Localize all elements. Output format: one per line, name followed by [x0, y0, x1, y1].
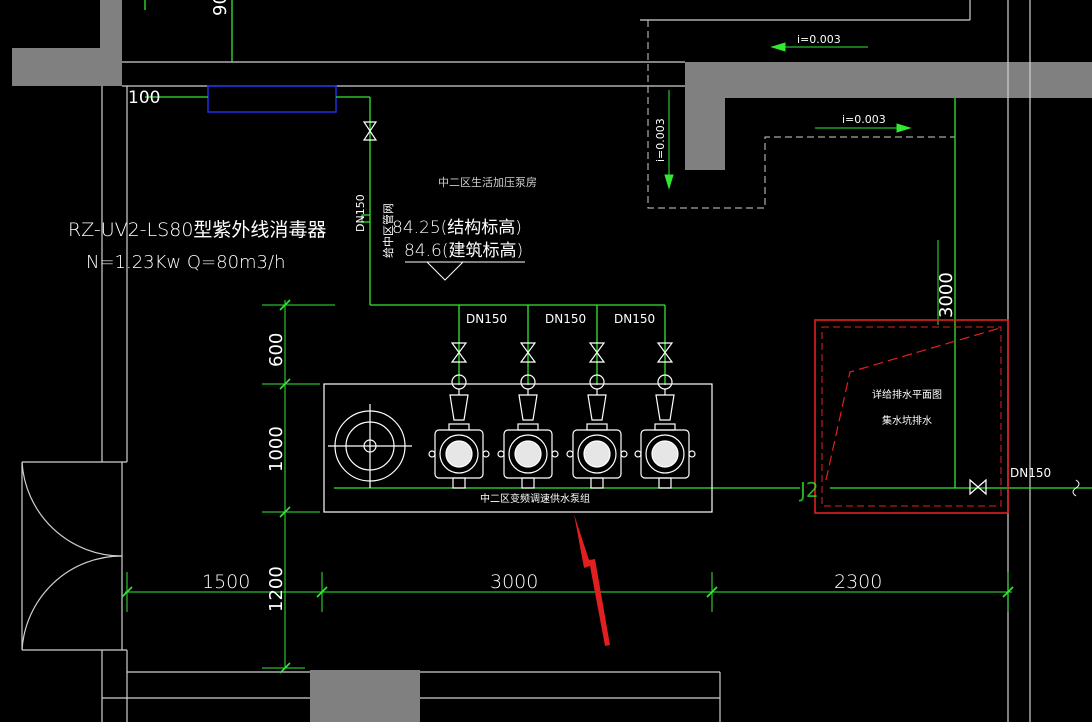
- riser-dn-label: DN150: [354, 194, 367, 232]
- pipe-end-break: [1072, 479, 1080, 497]
- dim-600-text: 600: [266, 333, 287, 367]
- pump-flange-icon: [586, 423, 608, 431]
- pit-dim-text: 3000: [936, 272, 957, 318]
- pump-foot-icon: [521, 477, 535, 489]
- bolt-icon: [688, 450, 696, 458]
- pump-flange-icon: [654, 423, 676, 431]
- room-name-label: 中二区生活加压泵房: [438, 175, 537, 189]
- dashed-outlines: [647, 19, 970, 209]
- walls: [12, 0, 1092, 722]
- reducer-icon: [449, 394, 469, 421]
- pumps: [428, 342, 696, 489]
- elevation-building: 84.6(建筑标高): [404, 241, 523, 261]
- pump-foot-icon: [658, 477, 672, 489]
- pressure-tank-icon: [328, 404, 412, 488]
- pump-unit: [428, 342, 490, 489]
- inlet-dn-label: DN150: [1010, 466, 1051, 480]
- slope-label-2: i=0.003: [842, 113, 886, 126]
- dimension-ticks: [121, 299, 1014, 674]
- slope-arrows: [664, 42, 912, 190]
- pump-unit: [497, 342, 559, 489]
- pit-inlet-valve: [969, 478, 987, 496]
- bolt-icon: [551, 450, 559, 458]
- pit-label-1: 详给排水平面图: [872, 388, 942, 401]
- dim-1000-text: 1000: [266, 426, 287, 472]
- branch-dn-2: DN150: [545, 312, 586, 326]
- bolt-icon: [497, 450, 505, 458]
- dim-1500-text: 1500: [202, 571, 250, 593]
- bolt-icon: [482, 450, 490, 458]
- elevation-marker: [405, 261, 525, 281]
- pump-casing-icon: [508, 434, 548, 474]
- riser-note-label: 给中区管网: [381, 203, 395, 258]
- gate-valve-icon: [656, 342, 674, 363]
- uv-spec-label: N=1.23Kw Q=80m3/h: [86, 252, 286, 273]
- dim-1200-text: 1200: [266, 566, 287, 612]
- door: [21, 461, 127, 651]
- pump-impeller-icon: [583, 440, 611, 468]
- pump-group-label: 中二区变频调速供水泵组: [480, 492, 590, 505]
- dimension-lines: [125, 240, 1012, 669]
- pump-unit: [634, 342, 696, 489]
- reducer-icon: [587, 394, 607, 421]
- gate-valve-icon: [519, 342, 537, 363]
- pump-unit: [566, 342, 628, 489]
- branch-dn-1: DN150: [466, 312, 507, 326]
- wall-outlines: [101, 0, 1031, 722]
- pump-skid-base: [323, 383, 713, 513]
- bolt-icon: [428, 450, 436, 458]
- bolt-icon: [620, 450, 628, 458]
- branch-dn-3: DN150: [614, 312, 655, 326]
- uv-disinfector-body: [207, 85, 337, 113]
- gate-valve-icon: [588, 342, 606, 363]
- pump-impeller-icon: [651, 440, 679, 468]
- reducer-icon: [518, 394, 538, 421]
- elevation-structural: 84.25(结构标高): [392, 218, 522, 238]
- pump-casing-icon: [439, 434, 479, 474]
- top-dim-text: 90: [210, 0, 231, 16]
- slope-label-vertical: i=0.003: [654, 118, 667, 162]
- pump-foot-icon: [590, 477, 604, 489]
- bolt-icon: [634, 450, 642, 458]
- pump-casing-icon: [645, 434, 685, 474]
- pit-label-2: 集水坑排水: [882, 414, 932, 427]
- pump-impeller-icon: [445, 440, 473, 468]
- dim-100-text: 100: [128, 88, 160, 108]
- bolt-icon: [566, 450, 574, 458]
- sump-pit: [814, 319, 1009, 514]
- dim-2300-text: 2300: [834, 571, 882, 593]
- uv-model-label: RZ-UV2-LS80型紫外线消毒器: [68, 219, 326, 241]
- annotation-arrow: [574, 514, 610, 646]
- riser-valve: [362, 121, 378, 141]
- pipe-tag-j2: J2: [798, 478, 819, 502]
- riser-elbow-mark: [361, 214, 370, 223]
- pump-flange-icon: [448, 423, 470, 431]
- pipes: [144, 0, 1092, 489]
- reducer-icon: [655, 394, 675, 421]
- pump-casing-icon: [577, 434, 617, 474]
- dim-3000-text: 3000: [490, 571, 538, 593]
- gate-valve-icon: [450, 342, 468, 363]
- pump-impeller-icon: [514, 440, 542, 468]
- pump-flange-icon: [517, 423, 539, 431]
- pump-foot-icon: [452, 477, 466, 489]
- slope-label-1: i=0.003: [797, 33, 841, 46]
